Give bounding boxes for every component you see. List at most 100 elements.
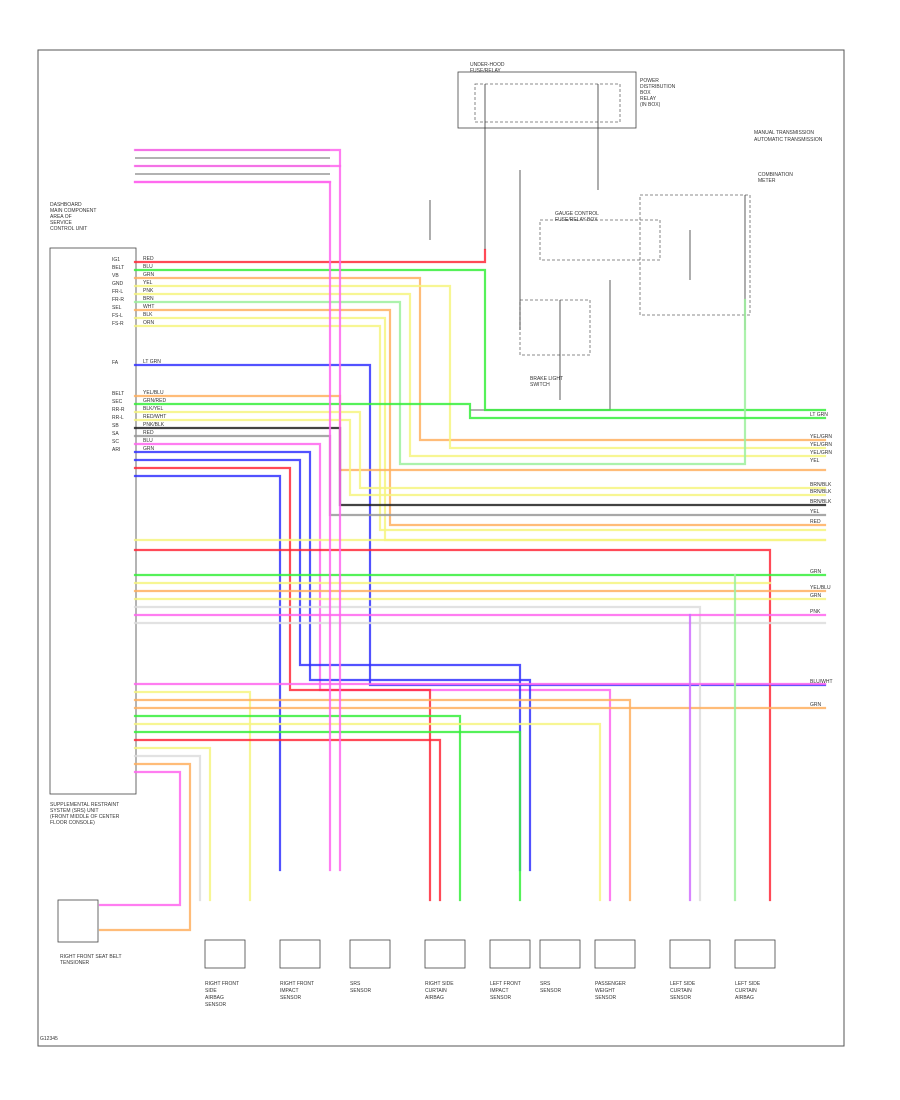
- svg-text:METER: METER: [758, 178, 776, 184]
- srs-wire-code: RED: [143, 256, 154, 262]
- svg-text:MAIN COMPONENT: MAIN COMPONENT: [50, 208, 96, 214]
- wire-blue: [133, 450, 532, 872]
- srs-wire-code: YEL/BLU: [143, 390, 164, 396]
- bottom-connector-5: [539, 939, 581, 969]
- right-wire-code: YEL: [810, 458, 820, 464]
- srs-pin-label: GND: [112, 281, 124, 287]
- srs-wire-code: WHT: [143, 304, 154, 310]
- wire-yellow: [133, 410, 827, 490]
- wire-yellow: [133, 418, 827, 497]
- srs-pin-label: BELT: [112, 265, 124, 271]
- bottom-component-label: LEFT FRONT: [490, 981, 521, 987]
- wire-green: [133, 714, 462, 902]
- page-number: G12345: [40, 1036, 58, 1042]
- diagram-frame: [37, 49, 845, 1047]
- srs-wire-code: BLU: [143, 438, 153, 444]
- srs-pin-label: FS-R: [112, 321, 124, 327]
- wire-orange: [133, 276, 827, 442]
- srs-pin-label: RR-R: [112, 407, 125, 413]
- wire-red: [133, 248, 487, 264]
- srs-pin-label: BELT: [112, 391, 124, 397]
- bottom-component-label: RIGHT FRONT: [280, 981, 314, 987]
- bottom-component-label: SENSOR: [595, 995, 617, 1001]
- bottom-component-label: SIDE: [205, 988, 217, 994]
- bottom-component-label: LEFT SIDE: [735, 981, 761, 987]
- bottom-connector-8: [734, 939, 776, 969]
- right-wire-code: GRN: [810, 593, 822, 599]
- wire-orange: [133, 308, 827, 527]
- wire-green: [133, 402, 827, 420]
- right-wire-code: RED: [810, 519, 821, 525]
- wire-yellow: [133, 722, 602, 902]
- wire-white: [133, 754, 202, 902]
- bottom-connector-6: [594, 939, 636, 969]
- srs-pin-label: FA: [112, 360, 119, 366]
- wires: [98, 84, 827, 932]
- srs-wire-code: LT GRN: [143, 359, 161, 365]
- svg-text:FUSE/RELAY BOX: FUSE/RELAY BOX: [555, 217, 598, 223]
- right-wire-labels: LT GRNYEL/GRNYEL/GRNYEL/GRNYELBRN/BLKBRN…: [810, 412, 833, 708]
- srs-wire-code: BLU: [143, 264, 153, 270]
- wire-yellow: [133, 690, 252, 902]
- bottom-connector-4: [489, 939, 531, 969]
- srs-pin-label: ARI: [112, 447, 120, 453]
- wire-pink: [133, 180, 332, 872]
- svg-text:(IN BOX): (IN BOX): [640, 102, 661, 108]
- wire-blue: [133, 474, 282, 872]
- svg-text:FLOOR CONSOLE): FLOOR CONSOLE): [50, 820, 95, 826]
- combination-meter: COMBINATION METER: [639, 172, 793, 316]
- srs-pin-label: SB: [112, 423, 119, 429]
- bottom-connector-2: [349, 939, 391, 969]
- svg-text:SYSTEM (SRS) UNIT: SYSTEM (SRS) UNIT: [50, 808, 99, 814]
- right-wire-code: YEL/GRN: [810, 442, 832, 448]
- bottom-component-label: RIGHT FRONT: [205, 981, 239, 987]
- srs-pin-label: IG1: [112, 257, 120, 263]
- bottom-component-label: SRS: [540, 981, 551, 987]
- legend: MANUAL TRANSMISSION AUTOMATIC TRANSMISSI…: [754, 130, 823, 143]
- bottom-component-label: CURTAIN: [735, 988, 757, 994]
- svg-text:BOX: BOX: [640, 90, 651, 96]
- bottom-connector-0: [204, 939, 246, 969]
- wire-pink: [133, 442, 612, 902]
- bottom-component-label: AIRBAG: [735, 995, 754, 1001]
- bottom-component-label: SENSOR: [350, 988, 372, 994]
- srs-pin-label: SEC: [112, 399, 123, 405]
- under-hood-fuse-box: UNDER-HOOD FUSE/RELAY: [457, 62, 637, 129]
- svg-text:POWER: POWER: [640, 78, 659, 84]
- srs-wire-code: BLK/YEL: [143, 406, 164, 412]
- bottom-component-label: LEFT SIDE: [670, 981, 696, 987]
- svg-text:DISTRIBUTION: DISTRIBUTION: [640, 84, 676, 90]
- bottom-component-label: CURTAIN: [425, 988, 447, 994]
- srs-pin-label: FR-R: [112, 297, 124, 303]
- svg-text:RIGHT FRONT SEAT BELT: RIGHT FRONT SEAT BELT: [60, 954, 122, 960]
- svg-text:DASHBOARD: DASHBOARD: [50, 202, 82, 208]
- gauge-fuse-box: GAUGE CONTROL FUSE/RELAY BOX: [539, 211, 661, 261]
- wire-yellow: [133, 746, 212, 902]
- bottom-component-label: SRS: [350, 981, 361, 987]
- wire-green: [133, 730, 522, 902]
- bottom-connector-1: [279, 939, 321, 969]
- wire-red: [133, 738, 442, 902]
- svg-text:TENSIONER: TENSIONER: [60, 960, 90, 966]
- bottom-component-label: SENSOR: [280, 995, 302, 1001]
- brake-light-switch: BRAKE LIGHT SWITCH: [519, 299, 591, 388]
- right-wire-code: BLU/WHT: [810, 679, 833, 685]
- srs-wire-code: BRN: [143, 296, 154, 302]
- svg-text:CONTROL UNIT: CONTROL UNIT: [50, 226, 87, 232]
- srs-pin-label: SA: [112, 431, 119, 437]
- srs-pin-label: FR-L: [112, 289, 123, 295]
- svg-text:AUTOMATIC TRANSMISSION: AUTOMATIC TRANSMISSION: [754, 137, 823, 143]
- right-wire-code: GRN: [810, 702, 822, 708]
- right-wire-code: GRN: [810, 569, 822, 575]
- right-wire-code: BRN/BLK: [810, 482, 832, 488]
- bottom-component-label: SENSOR: [490, 995, 512, 1001]
- svg-text:SWITCH: SWITCH: [530, 382, 550, 388]
- wire-red: [133, 548, 772, 902]
- srs-pin-label: VB: [112, 273, 119, 279]
- ground-wire: [470, 280, 611, 411]
- srs-unit: DASHBOARD MAIN COMPONENT AREA OF SERVICE…: [49, 202, 137, 826]
- srs-wire-code: YEL: [143, 280, 153, 286]
